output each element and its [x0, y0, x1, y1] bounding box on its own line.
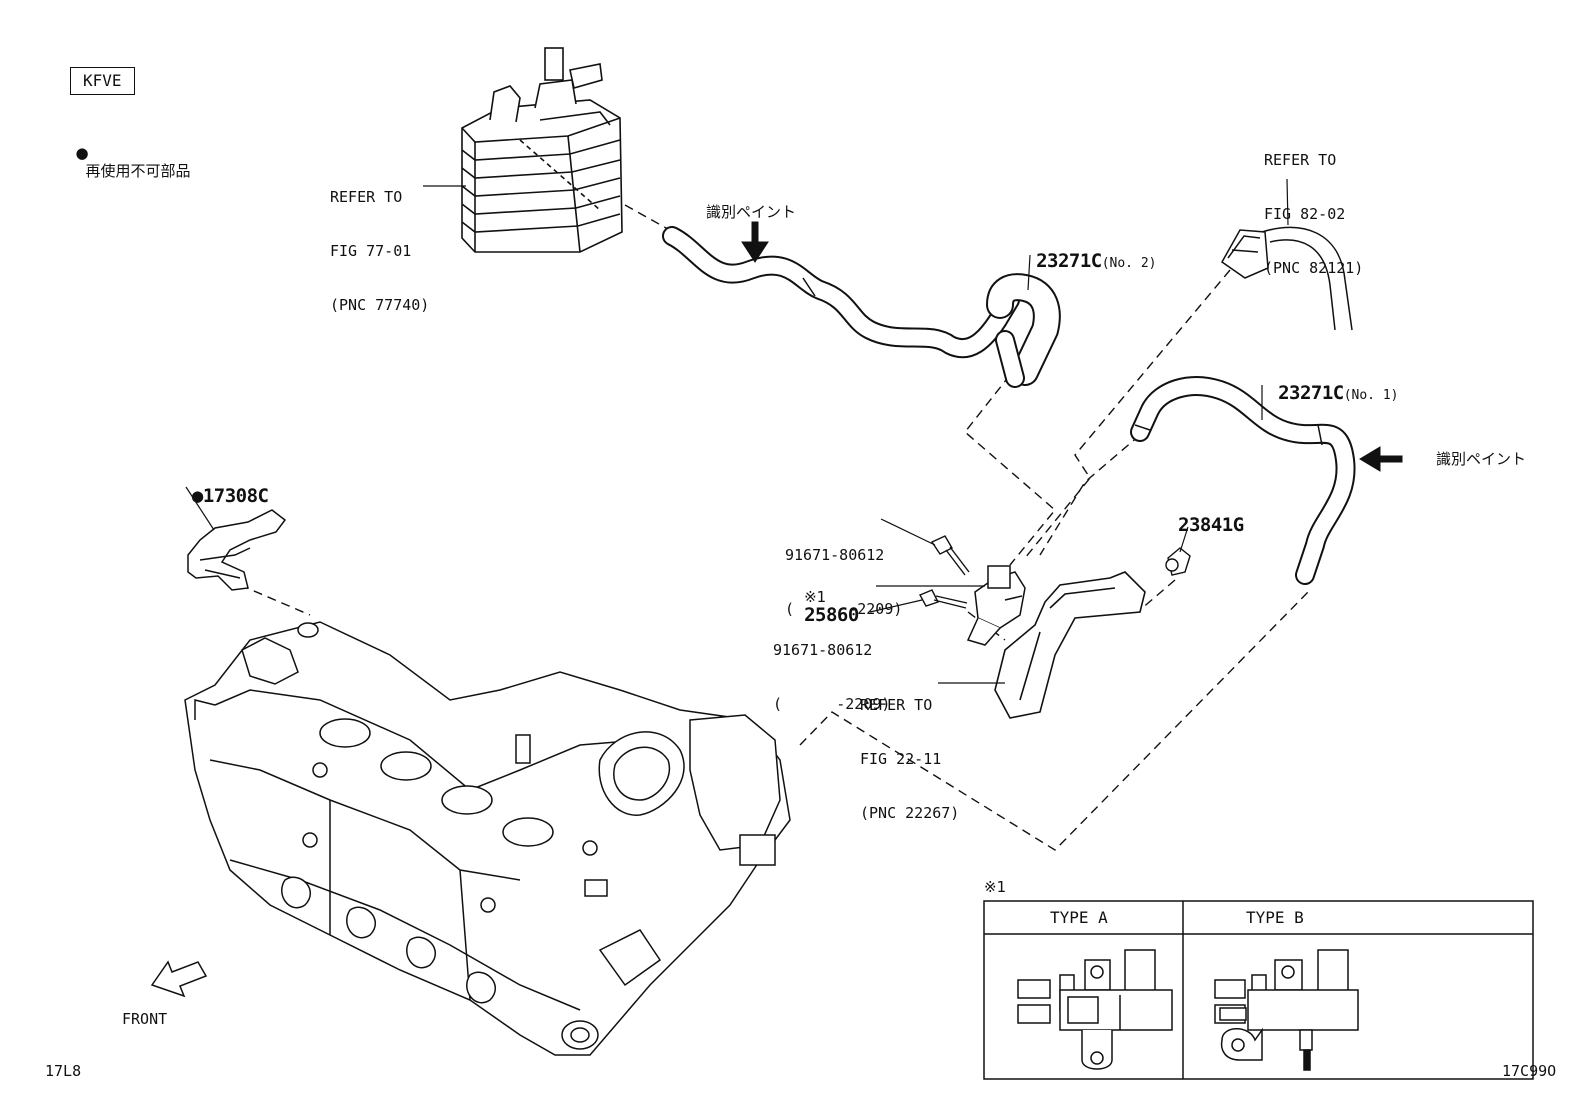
label-hose-no1: 23271C(No. 1) [1260, 366, 1399, 405]
ref-harness: REFER TO FIG 82-02 (PNC 82121) [1264, 115, 1363, 295]
type-a-header: TYPE A [1050, 908, 1108, 927]
ref-bracket-line1: REFER TO [860, 696, 933, 714]
legend: ● 再使用不可部品 [66, 126, 191, 180]
label-vsv: ※1 25860 [786, 570, 859, 625]
gasket [187, 509, 287, 591]
bolt-upper-icon [930, 535, 970, 576]
vsv-assembly [966, 565, 1026, 646]
hose-no2 [662, 226, 1061, 388]
front-label: FRONT [122, 1010, 168, 1028]
hose-clip [1165, 547, 1191, 576]
hose-no1-suffix: (No. 1) [1343, 388, 1399, 403]
label-hose-no2: 23271C(No. 2) [1018, 234, 1157, 273]
label-leader-lines [185, 178, 1289, 684]
front-arrow-icon [150, 960, 208, 998]
hose-no2-pnc: 23271C [1036, 250, 1102, 272]
type-a-valve-icon [1017, 949, 1173, 1070]
paint-arrow-upper-icon [741, 221, 769, 263]
bolt-upper-range: ( -2209) [785, 600, 903, 618]
mounting-bracket [994, 571, 1146, 719]
paint-mark-right-label: 識別ペイント [1436, 450, 1527, 468]
legend-dot-icon: ● [75, 144, 89, 162]
type-b-valve-icon [1214, 949, 1359, 1071]
ref-harness-line2: FIG 82-02 [1264, 205, 1346, 223]
footer-right-code: 17C99O [1502, 1062, 1557, 1080]
ref-canister-line3: (PNC 77740) [330, 296, 430, 314]
type-b-header: TYPE B [1246, 908, 1304, 927]
paint-arrow-right-icon [1359, 446, 1403, 472]
bolt-lower-pnc: 91671-80612 [773, 641, 873, 659]
charcoal-canister [461, 47, 623, 253]
bolt-lower-range: ( -2209) [773, 695, 891, 713]
hose-no1 [1130, 376, 1356, 585]
ref-harness-line1: REFER TO [1264, 151, 1337, 169]
engine-block [184, 621, 791, 1056]
bolt-upper-pnc: 91671-80612 [785, 546, 885, 564]
ref-bracket-line2: FIG 22-11 [860, 750, 942, 768]
ref-canister-line1: REFER TO [330, 188, 403, 206]
footer-left-code: 17L8 [45, 1062, 82, 1080]
paint-mark-upper-label: 識別ペイント [706, 203, 797, 221]
label-bolt-lower: 91671-80612 ( -2209) [773, 605, 890, 731]
gasket-reuse-mark: ● [191, 485, 203, 507]
hose-no1-pnc: 23271C [1278, 382, 1344, 404]
ref-harness-line3: (PNC 82121) [1264, 259, 1364, 277]
ref-canister: REFER TO FIG 77-01 (PNC 77740) [330, 152, 429, 332]
gasket-pnc: 17308C [202, 485, 269, 507]
type-table-note: ※1 [984, 878, 1007, 896]
wire-harness [1221, 226, 1353, 331]
engine-code-box: KFVE [70, 67, 135, 95]
ref-canister-line2: FIG 77-01 [330, 242, 412, 260]
legend-text: 再使用不可部品 [85, 162, 191, 180]
label-gasket: ●17308C [170, 469, 269, 507]
bolt-lower-icon [919, 589, 968, 609]
vsv-note: ※1 [804, 588, 827, 606]
type-table-frame [983, 900, 1534, 1080]
ref-bracket-line3: (PNC 22267) [860, 804, 960, 822]
vsv-pnc: 25860 [804, 604, 859, 626]
hose-no2-suffix: (No. 2) [1101, 256, 1157, 271]
label-clip: 23841G [1178, 514, 1244, 536]
ref-bracket: REFER TO FIG 22-11 (PNC 22267) [860, 660, 959, 840]
label-bolt-upper: 91671-80612 ( -2209) [785, 510, 902, 636]
